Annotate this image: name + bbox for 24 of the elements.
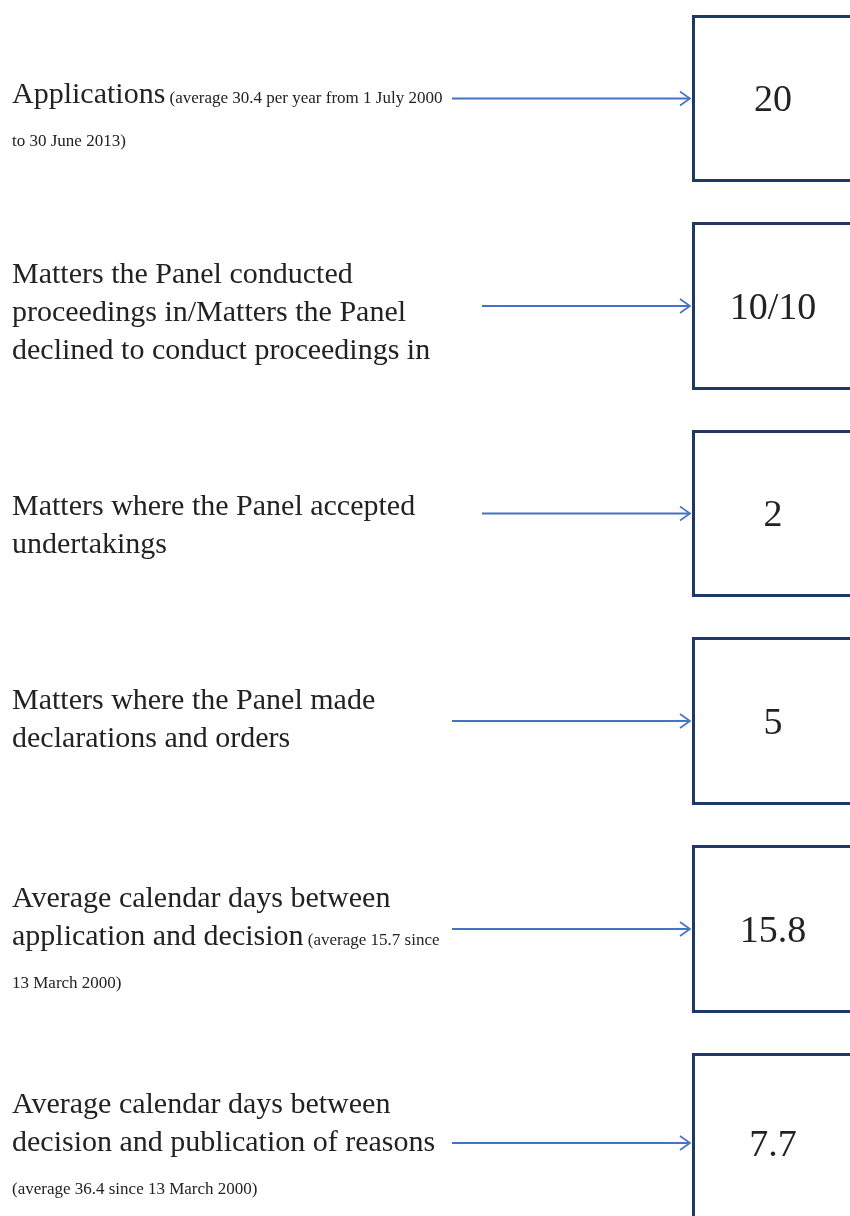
value-number: 15.8 (739, 906, 807, 952)
value-box (692, 845, 850, 1013)
value-box (692, 222, 850, 390)
arrow (451, 1135, 691, 1151)
value-number: 10/10 (729, 283, 817, 329)
description-text: Average calendar days between decision and publication of reasons (average 36.4 since 13 March 2000) (12, 1084, 452, 1208)
description-text: Matters where the Panel made declarations and orders (12, 680, 452, 756)
description-text: Applications(average 30.4 per year from 1 July 2000 to 30 June 2013) (12, 74, 452, 160)
arrow (451, 713, 691, 729)
description-text: Matters the Panel conducted proceedings in/Matters the Panel declined to conduct proceedings in (12, 254, 482, 368)
arrow (451, 921, 691, 937)
value-number: 2 (763, 491, 783, 536)
value-box (692, 430, 850, 597)
value-box (692, 1053, 850, 1216)
description-text: Matters where the Panel accepted undertakings (12, 486, 482, 562)
value-number: 5 (763, 698, 783, 744)
value-box (692, 637, 850, 805)
value-box (692, 15, 850, 182)
arrow (481, 298, 691, 314)
value-number: 7.7 (749, 1120, 797, 1166)
value-number: 20 (754, 76, 792, 121)
arrow (451, 90, 691, 107)
description-text: Average calendar days between application and decision(average 15.7 since 13 March 2000) (12, 878, 452, 1002)
arrow (481, 505, 691, 522)
